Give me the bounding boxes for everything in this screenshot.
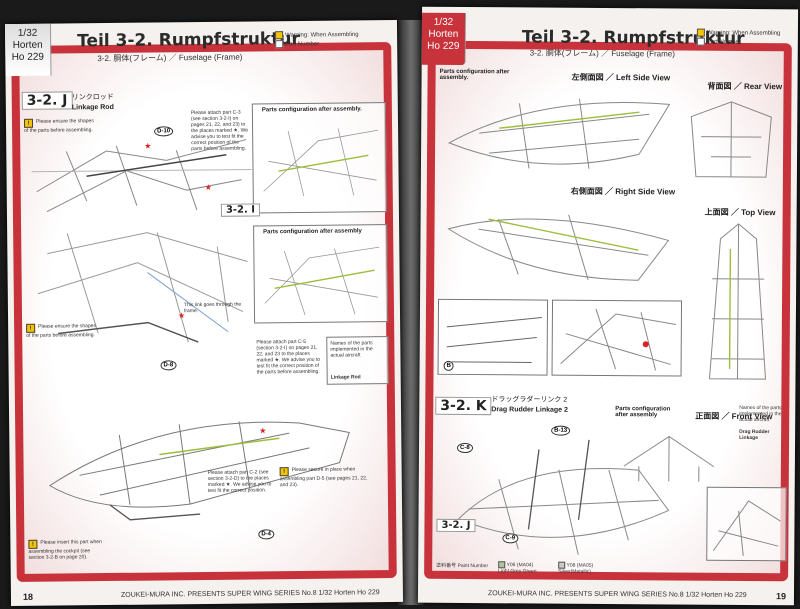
top-view-diagram	[708, 223, 767, 380]
svg-text:★: ★	[178, 311, 185, 320]
linkage-rod-diagram-top: ★ ★	[31, 139, 252, 213]
parts-config-caption-2: Parts configuration after assembly	[615, 406, 671, 419]
part-tag-d4: D-4	[258, 529, 275, 540]
label-linkage-rod: Linkage Rod	[330, 374, 361, 381]
left-side-tab: 1/32 Horten Ho 229	[4, 23, 52, 77]
step-title-jp: リンクロッド	[71, 93, 114, 102]
paint-color-1: Y06 (MA04)Light Grey Green	[498, 561, 537, 575]
note-shape-2: !Please ensure the shapes of the parts b…	[26, 323, 96, 339]
note-frame: This link goes through the frame.	[183, 301, 242, 315]
page-footer: ZOUKEI-MURA INC. PRESENTS SUPER WING SER…	[120, 589, 380, 599]
page-subtitle: 3-2. 胴体(フレーム) ／ Fuselage (Frame)	[529, 48, 675, 59]
detail-linkage-diagram	[712, 500, 781, 557]
page-subtitle: 3-2. 胴体(フレーム) ／ Fuselage (Frame)	[97, 52, 243, 64]
part-tag-b13: B-13	[551, 425, 571, 436]
paint-label: 塗料番号 Paint Number	[436, 562, 489, 570]
parts-config-caption: Parts configuration after assembly.	[439, 68, 510, 82]
color-swatch-silver	[558, 561, 566, 569]
part-number-icon	[275, 39, 284, 48]
svg-text:★: ★	[205, 183, 212, 192]
step-label-3-2-j: 3-2. J	[21, 91, 73, 110]
note-attach-2: Please attach part C-5 (section 3-2-I) o…	[256, 338, 321, 376]
step-title-en: Linkage Rod	[71, 103, 114, 112]
part-tag-d8: D-8	[160, 360, 177, 371]
legend: Warning: When Assembling Part Number	[696, 28, 781, 47]
page-footer: ZOUKEI-MURA INC. PRESENTS SUPER WING SER…	[487, 590, 747, 599]
warning-icon: !	[279, 467, 289, 477]
left-side-view-diagram	[447, 98, 671, 169]
top-view-label: 上面図 ／ Top View	[704, 207, 776, 218]
warning-icon: !	[23, 118, 34, 128]
step-title-en: Drag Rudder Linkage 2	[491, 406, 568, 414]
left-side-view-label: 左側面図 ／ Left Side View	[571, 72, 671, 83]
note-attach-3: Please attach part C-2 (see section 3-2-…	[207, 469, 272, 494]
front-view-diagram	[623, 435, 715, 482]
part-number-icon	[696, 37, 705, 46]
page-number: 18	[22, 591, 34, 602]
page-title: Teil 3-2. Rumpfstruktur	[77, 28, 300, 52]
right-side-view-diagram	[447, 214, 670, 281]
step-title-jp: ドラッグラダーリンク 2	[491, 396, 568, 404]
ref-step-3-2-j: 3-2. J	[436, 518, 476, 533]
color-swatch-grey-green	[498, 561, 506, 569]
inset-diagram-2	[264, 246, 380, 316]
linkage-rod-diagram-middle: ★	[37, 232, 248, 343]
svg-text:★: ★	[259, 426, 266, 435]
rear-view-diagram	[690, 101, 772, 178]
warning-icon	[696, 28, 705, 37]
inset-caption-2: Parts configuration after assembly	[263, 228, 362, 236]
drag-rudder-linkage-diagram	[457, 439, 670, 555]
fuselage-frame-diagram: ★	[48, 421, 350, 521]
detail-photo-diagram	[560, 308, 676, 371]
page-number: 19	[775, 591, 787, 602]
warning-icon: !	[26, 323, 36, 333]
note-secure: !Please secure in place when assembling …	[279, 466, 368, 489]
warning-icon: !	[28, 539, 38, 549]
inset-caption-1: Parts configuration after assembly.	[261, 106, 362, 114]
right-side-tab: 1/32 Horten Ho 229	[421, 12, 467, 66]
warning-icon	[275, 31, 284, 40]
legend: Warning: When Assembling Part Number	[275, 30, 359, 48]
detail-rods-diagram	[446, 317, 542, 363]
label-drag-rudder-linkage: Drag Rudder Linkage	[739, 428, 770, 442]
inset-diagram-1	[263, 128, 379, 197]
right-page: 1/32 Horten Ho 229 Teil 3-2. Rumpfstrukt…	[417, 6, 799, 606]
left-page: 1/32 Horten Ho 229 Teil 3-2. Rumpfstrukt…	[4, 19, 404, 607]
part-tag-c8: C-8	[456, 442, 473, 454]
note-names: Names of the parts implemented in the ac…	[330, 340, 373, 359]
rear-view-label: 背面図 ／ Rear View	[707, 81, 783, 92]
step-label-3-2-k: 3-2. K	[435, 396, 492, 416]
right-side-view-label: 右側面図 ／ Right Side View	[570, 186, 676, 197]
note-names: Names of the parts implemented in the ac…	[739, 404, 782, 424]
paint-color-2: Y08 (MA05)Silver(Metallic)	[558, 561, 594, 575]
note-insert: !Please insert this part when assembling…	[28, 539, 102, 561]
svg-text:★: ★	[144, 142, 151, 151]
part-tag-c9: C-9	[502, 533, 519, 544]
